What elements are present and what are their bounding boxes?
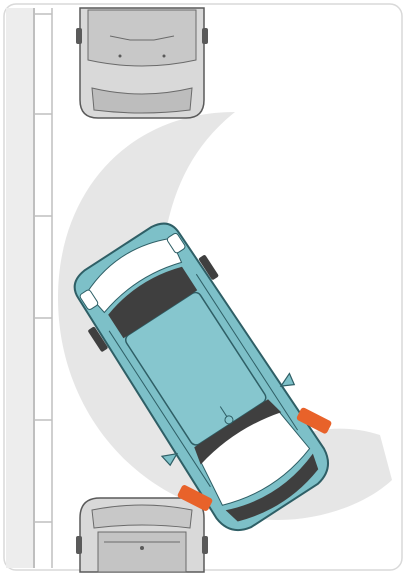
parked-car-front [76,8,208,118]
sidewalk-strip [6,8,34,568]
parked-car-rear [76,498,208,572]
